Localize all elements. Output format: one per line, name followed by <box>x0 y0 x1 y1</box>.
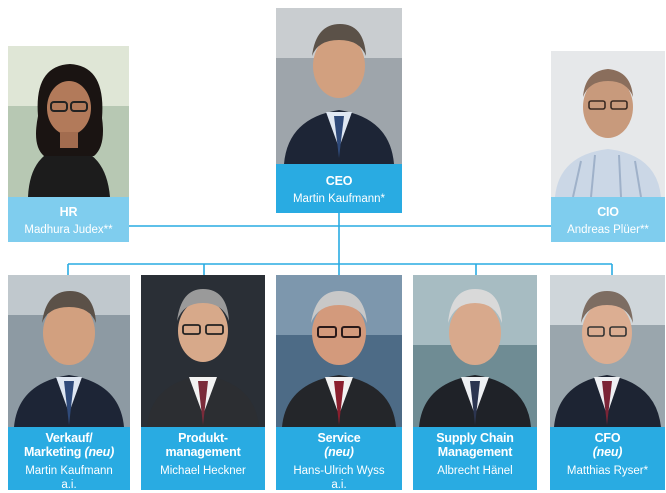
role-title-line2: management <box>165 445 241 459</box>
role-title-line2: Marketing <box>23 445 82 459</box>
org-card-service: Service (neu) Hans-Ulrich Wyss a.i. <box>276 275 402 491</box>
role-suffix: (neu) <box>592 445 623 459</box>
portrait-hr <box>8 46 129 197</box>
person-name: Martin Kaufmann <box>25 465 113 477</box>
person-name-suffix: a.i. <box>331 479 347 491</box>
portrait-supply <box>413 275 537 427</box>
portrait-ceo <box>276 8 402 164</box>
portrait-sales <box>8 275 130 427</box>
portrait-cfo <box>550 275 665 427</box>
person-name: Hans-Ulrich Wyss <box>293 465 385 477</box>
person-name: Albrecht Hänel <box>437 465 513 477</box>
role-suffix: (neu) <box>84 445 115 459</box>
org-card-sales-marketing: Verkauf/ Marketing (neu) Martin Kaufmann… <box>8 275 130 491</box>
person-name: Madhura Judex** <box>24 224 113 236</box>
role-title: CIO <box>597 205 619 219</box>
person-name-suffix: a.i. <box>61 479 77 491</box>
person-name: Michael Heckner <box>160 465 246 477</box>
portrait-service <box>276 275 402 427</box>
portrait-cio <box>551 51 665 197</box>
org-card-cio: CIO Andreas Plüer** <box>551 51 665 242</box>
role-title-line2: Management <box>437 445 513 459</box>
role-title: HR <box>59 205 78 219</box>
person-name: Martin Kaufmann* <box>292 193 386 205</box>
role-title-line1: Service <box>317 431 361 445</box>
role-title-line1: Produkt- <box>178 431 228 445</box>
org-card-supply-chain: Supply Chain Management Albrecht Hänel <box>413 275 537 490</box>
org-card-hr: HR Madhura Judex** <box>8 46 129 242</box>
role-title-line1: CFO <box>594 431 621 445</box>
org-card-product-management: Produkt- management Michael Heckner <box>141 275 265 490</box>
org-card-ceo: CEO Martin Kaufmann* <box>276 8 402 213</box>
portrait-product <box>141 275 265 427</box>
person-name: Andreas Plüer** <box>567 224 649 236</box>
person-name: Matthias Ryser* <box>566 465 649 477</box>
role-title: CEO <box>325 174 353 188</box>
role-suffix: (neu) <box>324 445 354 459</box>
role-title-line1: Supply Chain <box>436 431 514 445</box>
org-card-cfo: CFO (neu) Matthias Ryser* <box>550 275 665 490</box>
role-title-line1: Verkauf/ <box>45 431 93 445</box>
